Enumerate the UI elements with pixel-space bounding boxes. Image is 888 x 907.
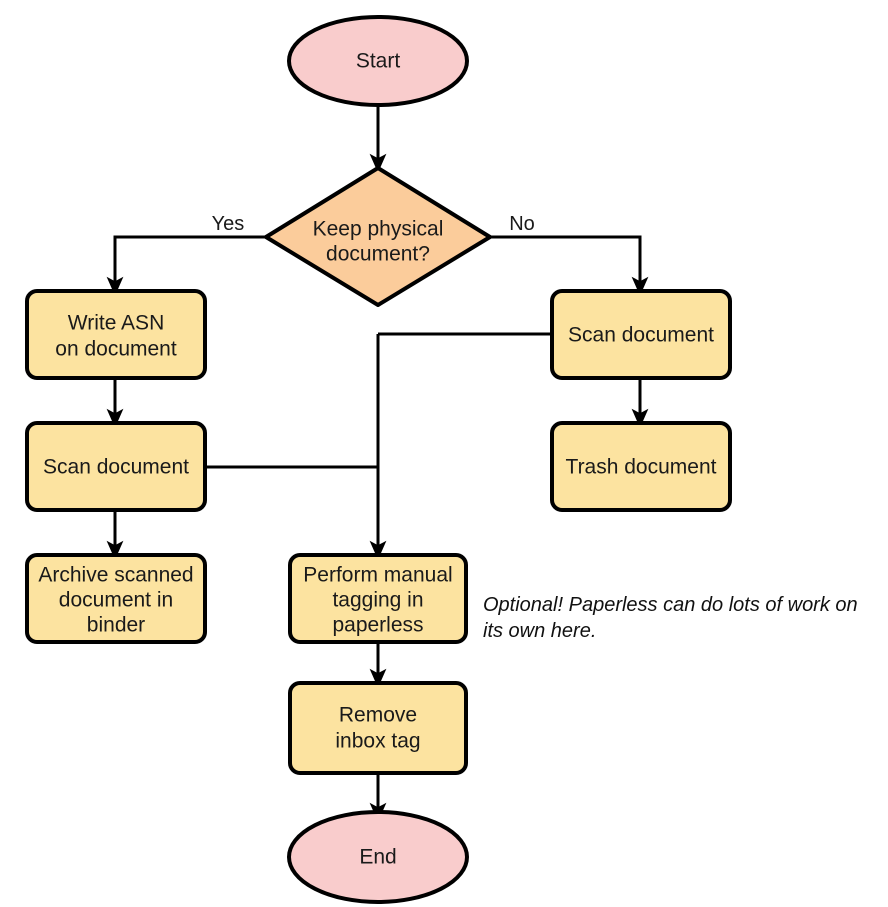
node-perform-manual-tagging[interactable]: Perform manual tagging in paperless (288, 553, 468, 644)
edge-label-no: No (509, 213, 535, 235)
node-trash-document[interactable]: Trash document (550, 421, 732, 512)
trash-document-box-shape (550, 421, 732, 512)
annotation-optional-note: Optional! Paperless can do lots of work … (483, 594, 858, 642)
tagging-label-line3: paperless (332, 614, 423, 637)
node-scan-document-left[interactable]: Scan document (25, 421, 207, 512)
decision-label-line2: document? (326, 243, 430, 266)
end-ellipse-shape (287, 810, 469, 904)
node-start[interactable]: Start (287, 15, 469, 107)
start-label: Start (356, 50, 401, 73)
node-remove-inbox-tag[interactable]: Remove inbox tag (288, 681, 468, 775)
write-asn-box-shape (25, 289, 207, 380)
node-decision-keep-physical-document[interactable]: Keep physical document? (264, 166, 492, 307)
edge-decision-yes-to-write-asn (106, 235, 266, 296)
tagging-box-shape (288, 553, 468, 644)
annotation-line1: Optional! Paperless can do lots of work … (483, 594, 858, 616)
start-ellipse-shape (287, 15, 469, 107)
trash-document-label: Trash document (566, 456, 717, 479)
archive-label-line1: Archive scanned (38, 564, 193, 587)
remove-inbox-label-line1: Remove (339, 704, 417, 727)
edge-decision-no-to-scan-right (490, 235, 649, 296)
scan-document-right-label: Scan document (568, 324, 714, 347)
node-end[interactable]: End (287, 810, 469, 904)
remove-inbox-box-shape (288, 681, 468, 775)
tagging-label-line1: Perform manual (303, 564, 452, 587)
scan-document-right-box-shape (550, 289, 732, 380)
node-archive-scanned-document[interactable]: Archive scanned document in binder (25, 553, 207, 644)
archive-box-shape (25, 553, 207, 644)
archive-label-line2: document in (59, 589, 173, 612)
annotation-line2: its own here. (483, 620, 596, 642)
edge-label-yes: Yes (212, 213, 245, 235)
decision-diamond-shape (264, 166, 492, 307)
archive-label-line3: binder (87, 614, 145, 637)
node-scan-document-right[interactable]: Scan document (550, 289, 732, 380)
tagging-label-line2: tagging in (332, 589, 423, 612)
decision-label-line1: Keep physical (313, 218, 444, 241)
scan-document-left-label: Scan document (43, 456, 189, 479)
remove-inbox-label-line2: inbox tag (335, 730, 420, 753)
scan-document-left-box-shape (25, 421, 207, 512)
end-label: End (359, 846, 396, 869)
node-write-asn-on-document[interactable]: Write ASN on document (25, 289, 207, 380)
write-asn-label-line2: on document (55, 338, 177, 361)
write-asn-label-line1: Write ASN (68, 312, 164, 335)
